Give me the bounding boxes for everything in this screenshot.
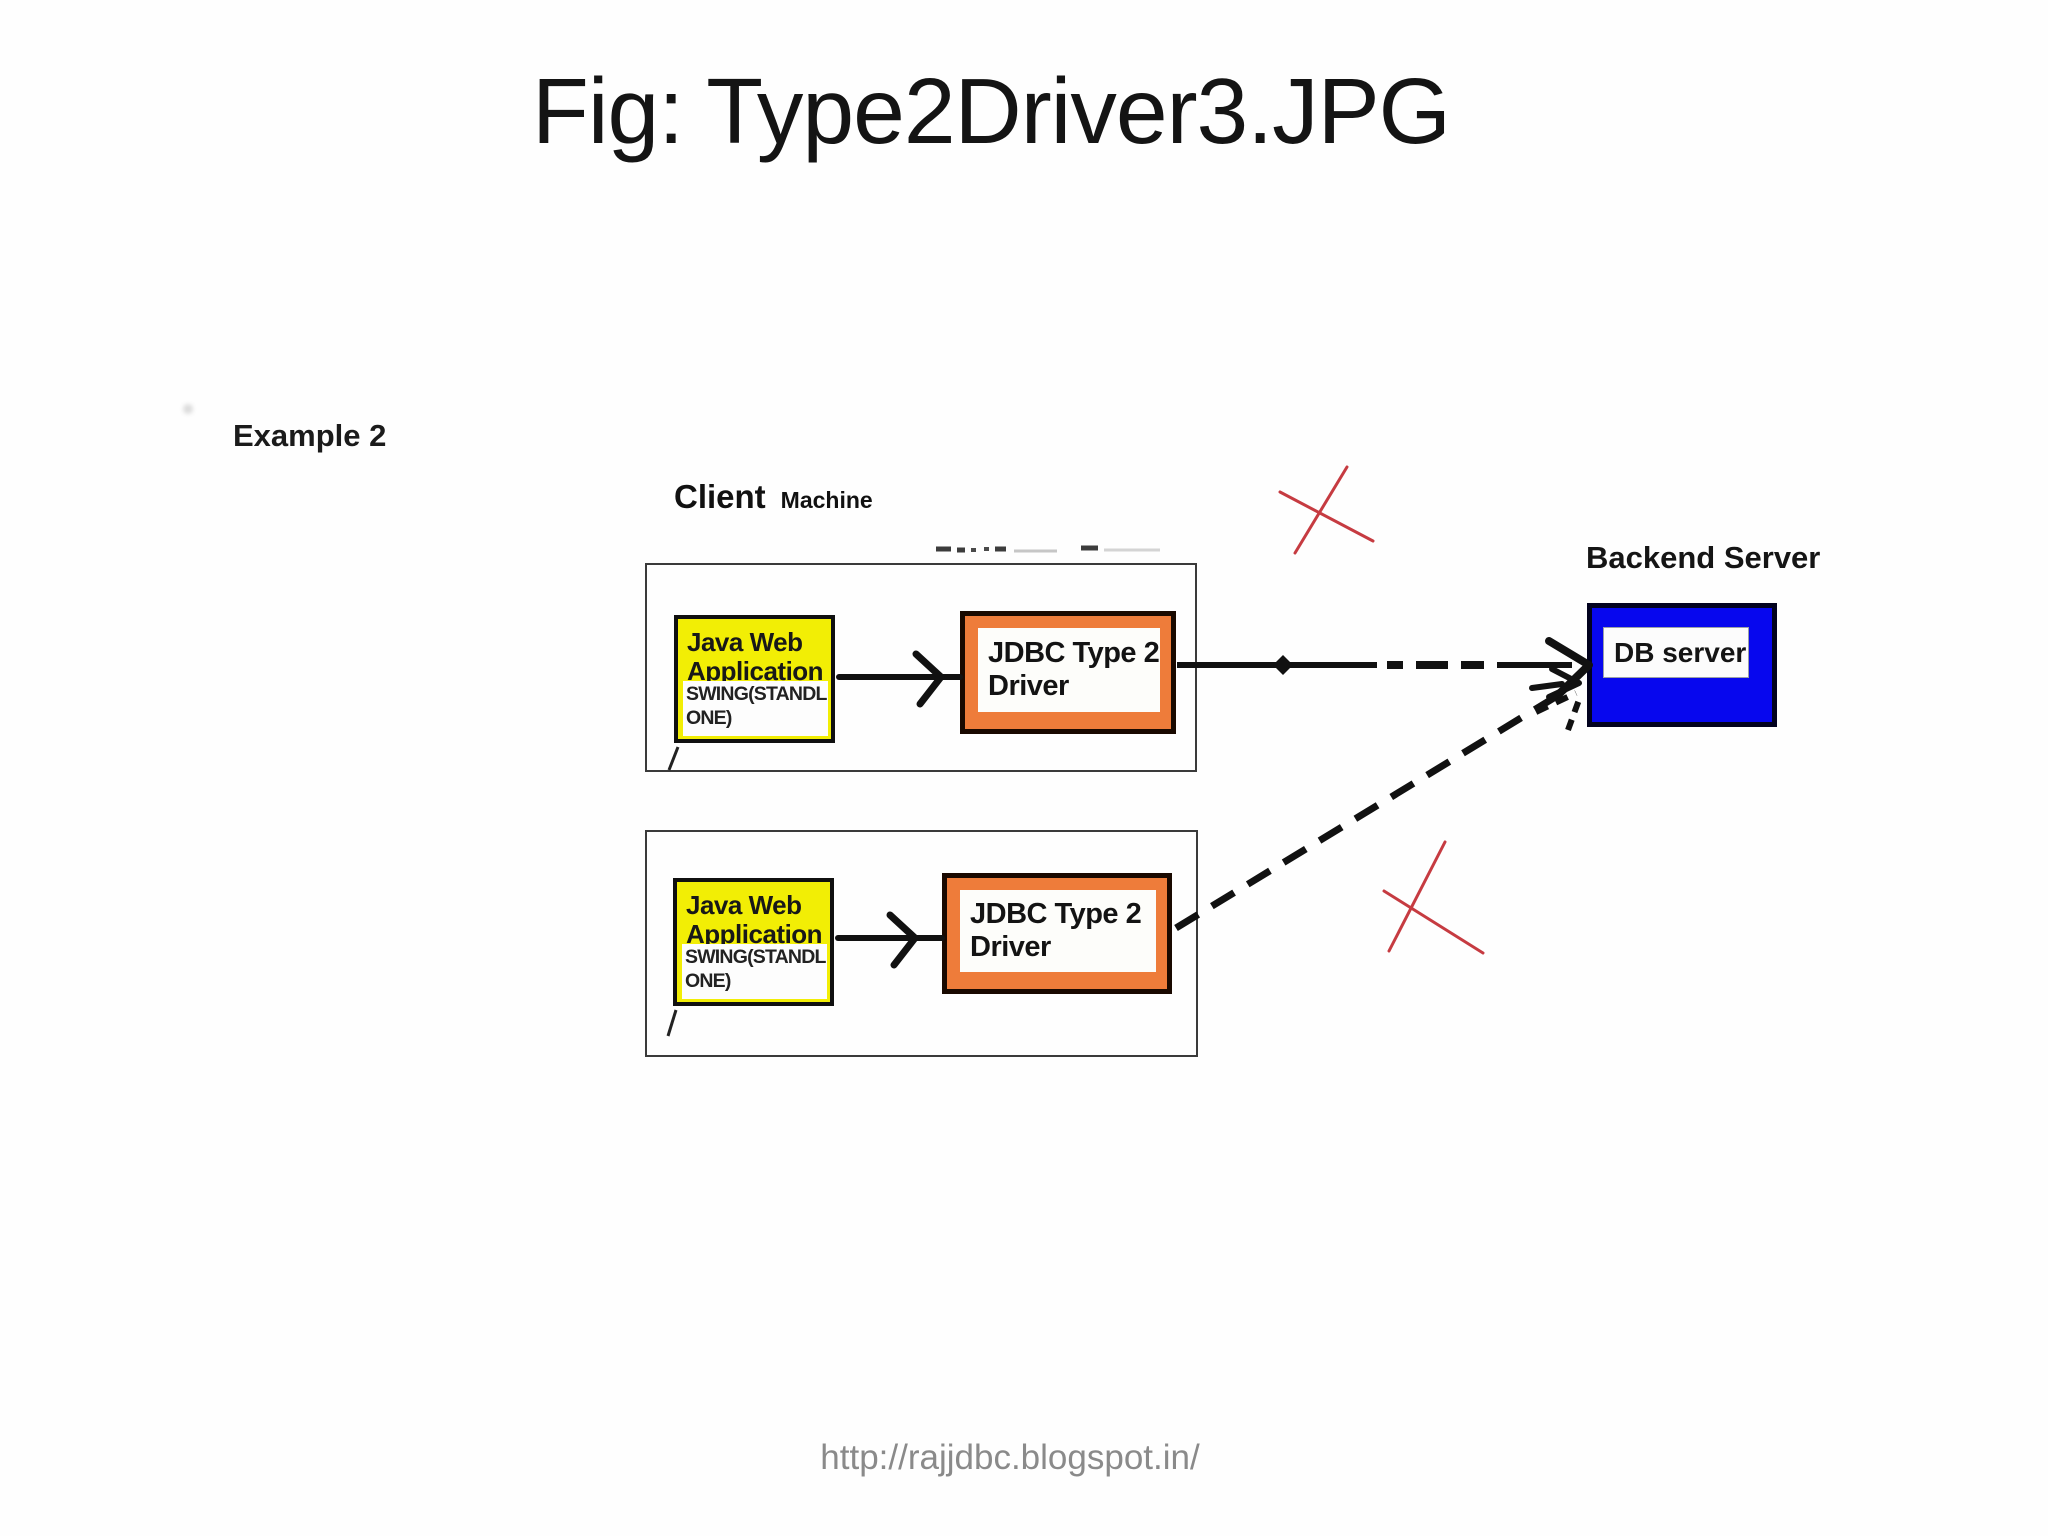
jdbc-type2-driver-box-2: JDBC Type 2 Driver	[942, 873, 1172, 994]
client-machine-word2: Machine	[780, 487, 873, 513]
db-server-inner-label: DB server	[1603, 627, 1749, 678]
driver-label-line1: JDBC Type 2	[988, 636, 1160, 669]
backend-server-label: Backend Server	[1586, 540, 1821, 575]
java-web-application-box-2: Java Web Application SWING(STANDL ONE)	[673, 878, 834, 1006]
app-title-line1: Java Web	[687, 627, 803, 657]
app-sub-line2: ONE)	[686, 707, 732, 730]
open-arrowhead-icon	[1545, 637, 1593, 699]
client-machine-frame-2	[645, 830, 1198, 1057]
java-web-application-box-1: Java Web Application SWING(STANDL ONE)	[674, 615, 835, 743]
driver-label-line1: JDBC Type 2	[970, 897, 1142, 930]
dashed-arrowhead-icon	[1565, 695, 1583, 732]
figure-title: Fig: Type2Driver3.JPG	[532, 59, 1451, 163]
driver-label-line2: Driver	[970, 931, 1051, 963]
dashed-arrowhead-icon	[1534, 690, 1578, 715]
app-title-2: Java Web Application	[677, 882, 830, 950]
arrow-driver1-to-db	[1177, 637, 1593, 699]
dashed-arrow-driver2-to-db	[1174, 690, 1583, 931]
chevron-arrowhead-icon	[1546, 666, 1582, 700]
red-x-annotation-1	[1278, 465, 1375, 555]
db-server-box: DB server	[1587, 603, 1777, 727]
arrow-secondary-to-db	[1529, 666, 1582, 700]
driver-label-1: JDBC Type 2 Driver	[978, 628, 1160, 712]
client-machine-label: Client Machine	[674, 478, 873, 516]
example-label: Example 2	[233, 418, 387, 453]
app-sub-line1: SWING(STANDL	[686, 683, 827, 705]
erased-text-artifacts	[936, 545, 1160, 553]
app-title-line1: Java Web	[686, 890, 802, 920]
app-sub-line1: SWING(STANDL	[685, 946, 826, 968]
swing-standalone-note-1: SWING(STANDL ONE)	[683, 681, 828, 736]
swing-standalone-note-2: SWING(STANDL ONE)	[682, 944, 827, 999]
diamond-node-icon	[1273, 655, 1293, 675]
app-sub-line2: ONE)	[685, 970, 731, 993]
app-title-1: Java Web Application	[678, 619, 831, 687]
footer-url: http://rajjdbc.blogspot.in/	[820, 1438, 1200, 1477]
paper-smudge	[183, 404, 193, 414]
driver-label-2: JDBC Type 2 Driver	[960, 890, 1156, 972]
jdbc-type2-driver-box-1: JDBC Type 2 Driver	[960, 611, 1176, 734]
red-x-annotation-2	[1382, 840, 1485, 955]
driver-label-line2: Driver	[988, 670, 1069, 702]
client-machine-word1: Client	[674, 478, 766, 515]
